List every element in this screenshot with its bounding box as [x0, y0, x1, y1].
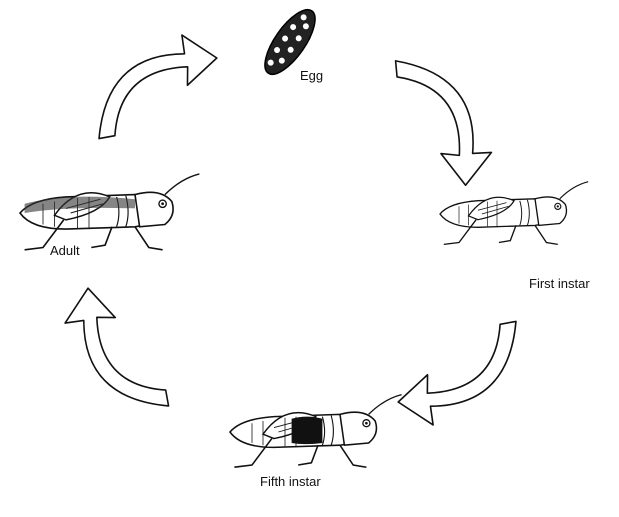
- cycle-arrow-icon: [397, 309, 537, 438]
- fifth-instar-label: Fifth instar: [260, 474, 321, 489]
- adult-label: Adult: [50, 243, 80, 258]
- cycle-arrow-icon: [78, 22, 218, 151]
- first-instar-label: First instar: [529, 276, 590, 291]
- fifth-instar-grasshopper-icon: [230, 395, 402, 468]
- first-instar-grasshopper-icon: [440, 182, 588, 245]
- egg-label: Egg: [300, 68, 323, 83]
- adult-grasshopper-icon: [20, 174, 199, 250]
- cycle-arrow-icon: [382, 42, 503, 186]
- cycle-arrow-icon: [52, 287, 181, 427]
